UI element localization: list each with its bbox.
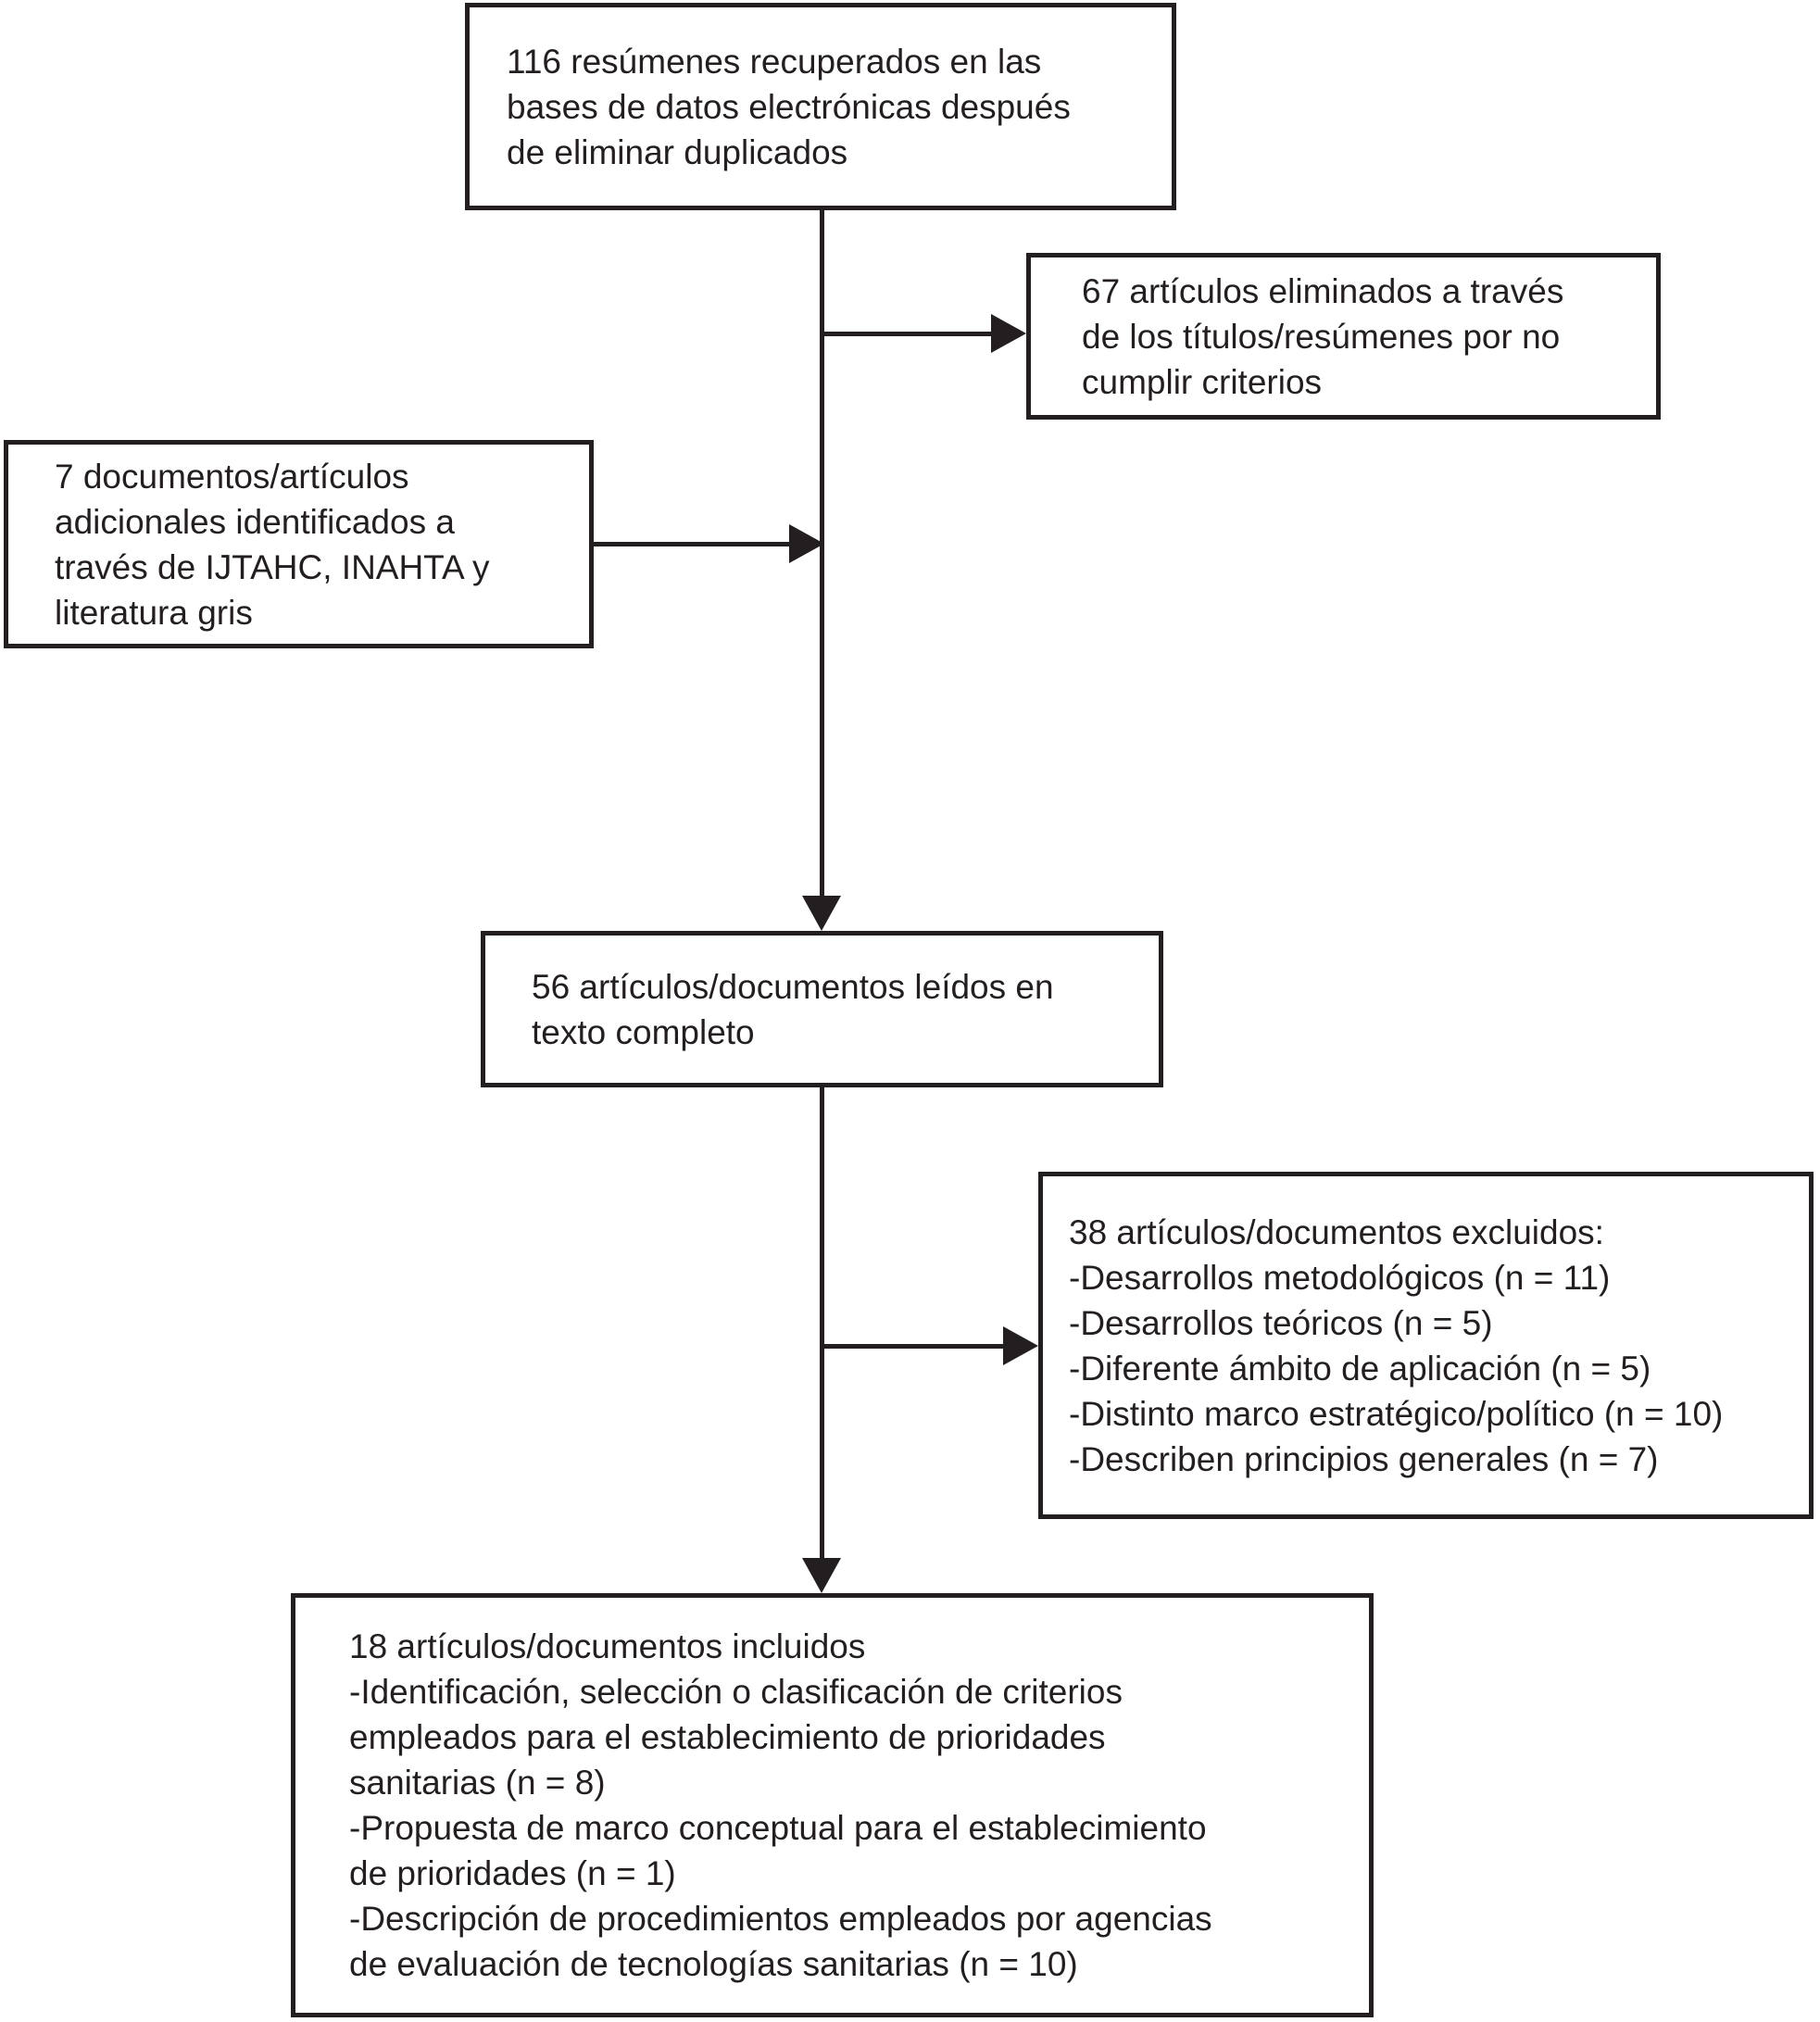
arrowhead-right-icon	[789, 524, 824, 563]
text-line: -Distinto marco estratégico/político (n …	[1069, 1394, 1724, 1433]
box-additional-sources: 7 documentos/artículos adicionales identi…	[4, 440, 594, 648]
connector-branch-to-excluded-fulltext	[820, 1344, 1003, 1349]
text-line: -Desarrollos teóricos (n = 5)	[1069, 1303, 1493, 1342]
text-line: -Diferente ámbito de aplicación (n = 5)	[1069, 1349, 1651, 1388]
arrowhead-right-icon	[1003, 1326, 1038, 1365]
text-line: -Propuesta de marco conceptual para el e…	[349, 1809, 1207, 1847]
text-line: bases de datos electrónicas después	[507, 87, 1071, 126]
text-line: 116 resúmenes recuperados en las	[507, 42, 1042, 81]
box-fulltext-read: 56 artículos/documentos leídos en texto c…	[481, 931, 1163, 1087]
connector-branch-to-excluded-abstracts	[820, 332, 991, 336]
text-line: de los títulos/resúmenes por no	[1082, 317, 1561, 356]
arrowhead-down-icon	[802, 896, 841, 931]
text-line: de evaluación de tecnologías sanitarias …	[349, 1945, 1078, 1983]
text-line: 67 artículos eliminados a través	[1082, 271, 1564, 310]
text-line: 18 artículos/documentos incluidos	[349, 1627, 866, 1665]
text-line: sanitarias (n = 8)	[349, 1764, 606, 1802]
arrowhead-down-icon	[802, 1558, 841, 1593]
box-excluded-fulltext: 38 artículos/documentos excluidos: -Desar…	[1038, 1172, 1814, 1519]
text-line: de prioridades (n = 1)	[349, 1854, 676, 1892]
text-line: empleados para el establecimiento de pri…	[349, 1718, 1106, 1756]
connector-fulltext-to-included	[820, 1087, 824, 1558]
connector-additional-to-mainline	[594, 542, 789, 546]
text-line: 56 artículos/documentos leídos en	[532, 967, 1054, 1006]
box-included-documents: 18 artículos/documentos incluidos -Identi…	[291, 1593, 1374, 2017]
text-line: literatura gris	[55, 593, 253, 632]
box-excluded-by-title-abstract: 67 artículos eliminados a través de los t…	[1026, 253, 1661, 420]
text-line: -Identificación, selección o clasificaci…	[349, 1673, 1123, 1711]
text-line: cumplir criterios	[1082, 362, 1323, 401]
text-line: de eliminar duplicados	[507, 132, 848, 171]
text-line: -Desarrollos metodológicos (n = 11)	[1069, 1258, 1611, 1297]
text-line: 38 artículos/documentos excluidos:	[1069, 1212, 1604, 1251]
text-line: 7 documentos/artículos	[55, 457, 409, 496]
box-retrieved-abstracts: 116 resúmenes recuperados en las bases de…	[465, 3, 1176, 210]
text-line: texto completo	[532, 1012, 755, 1051]
text-line: través de IJTAHC, INAHTA y	[55, 547, 490, 586]
arrowhead-right-icon	[991, 314, 1026, 353]
text-line: -Descripción de procedimientos empleados…	[349, 1900, 1212, 1938]
text-line: adicionales identificados a	[55, 502, 455, 541]
text-line: -Describen principios generales (n = 7)	[1069, 1439, 1659, 1478]
